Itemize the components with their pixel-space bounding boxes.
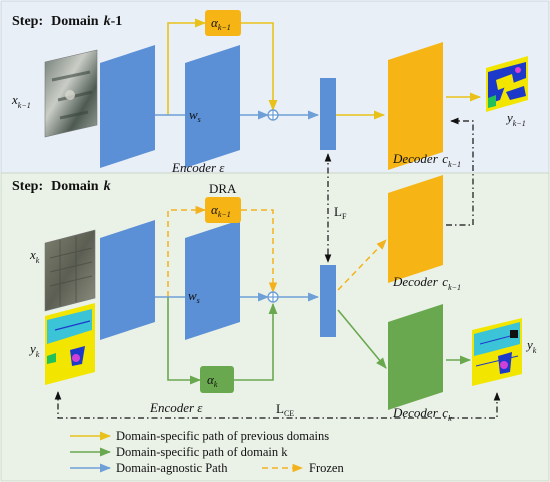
sum-node-curr: [267, 291, 279, 303]
weight-label-curr: ws: [188, 288, 200, 305]
label-label-curr: yk: [28, 341, 40, 359]
sum-node-prev: [267, 109, 279, 121]
legend-item-agnostic: Domain-agnostic Path: [116, 461, 228, 475]
encoder-block-1-curr: [100, 220, 155, 340]
path-to-alpha-curr: [167, 297, 202, 385]
label-image-curr: [45, 303, 95, 385]
alpha-block-curr: [200, 366, 234, 393]
input-image-curr: [44, 229, 96, 312]
path-feature-decoder-curr: [337, 309, 387, 369]
output-label-curr: yk: [525, 337, 537, 355]
alpha-label-curr: αk: [207, 372, 218, 389]
path-from-alpha-curr: [234, 302, 278, 381]
encoder-label-curr: Encoder ε: [149, 400, 203, 415]
input-label-curr: xk: [29, 247, 40, 265]
frozen-path-to-decoder: [337, 239, 387, 291]
decoder-block-curr: [388, 304, 443, 410]
path-from-alpha-prev: [241, 22, 278, 112]
alpha-label-frozen: αk−1: [211, 202, 231, 219]
weight-label-prev: ws: [189, 107, 201, 124]
encoder-block-1-prev: [100, 45, 155, 168]
alpha-block-frozen: [205, 197, 241, 223]
feature-bar-prev: [320, 78, 336, 150]
frozen-path-from-alpha: [241, 209, 278, 294]
legend: Domain-specific path of previous domains…: [70, 429, 344, 475]
output-label-prev: yk−1: [505, 110, 526, 128]
ce-loss-label: LCE: [276, 401, 294, 418]
frozen-path-to-alpha: [167, 205, 207, 297]
feature-bar-curr: [320, 265, 336, 337]
input-image-prev: [44, 49, 98, 138]
decoder-block-frozen: [388, 175, 443, 283]
output-segmentation-prev: [486, 56, 528, 112]
encoder-block-2-curr: [185, 220, 240, 340]
alpha-label-prev: αk−1: [211, 15, 231, 32]
encoder-block-2-prev: [185, 45, 240, 168]
legend-item-frozen: Frozen: [309, 461, 344, 475]
feature-loss-label: LF: [334, 204, 347, 221]
legend-item-prev: Domain-specific path of previous domains: [116, 429, 329, 443]
input-label-prev: xk−1: [11, 92, 31, 110]
dra-label: DRA: [209, 181, 237, 196]
output-segmentation-curr: [472, 318, 522, 386]
decoder-block-prev: [388, 42, 443, 170]
path-to-alpha-prev: [167, 18, 207, 115]
distill-path: [446, 117, 474, 226]
ce-loss-path: [54, 391, 501, 419]
encoder-label-prev: Encoder ε: [171, 160, 225, 175]
alpha-block-prev: [205, 10, 241, 36]
legend-item-curr: Domain-specific path of domain k: [116, 445, 288, 459]
